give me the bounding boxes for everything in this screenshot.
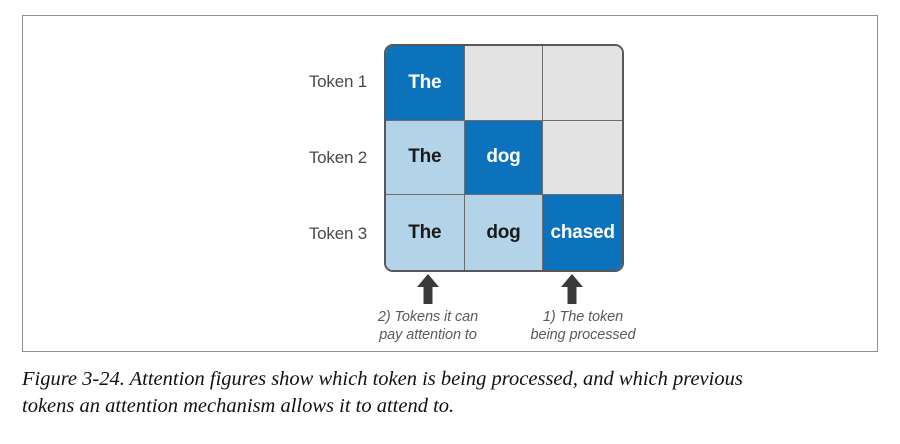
row-label-column: Token 1 Token 2 Token 3	[276, 44, 376, 272]
cell-r3c3: chased	[543, 195, 622, 270]
figure-caption-line-2: tokens an attention mechanism allows it …	[22, 395, 455, 417]
figure-caption-line-1: Figure 3-24. Attention figures show whic…	[22, 368, 743, 390]
cell-r1c1: The	[386, 46, 465, 121]
annotation-processed-callout: 1) The token being processed	[503, 308, 663, 344]
annotation-attended-line-1: 2) Tokens it can	[377, 309, 479, 325]
annotation-attended-line-2: pay attention to	[379, 327, 477, 343]
row-label-token-3: Token 3	[308, 224, 367, 243]
arrow-up-icon-attended	[415, 274, 441, 304]
cell-r2c3	[543, 120, 622, 196]
arrow-up-icon-processed	[559, 274, 585, 304]
annotation-processed-line-2: being processed	[530, 327, 636, 343]
cell-r1c3	[543, 46, 622, 121]
cell-r2c1: The	[386, 120, 465, 196]
cell-r3c2: dog	[464, 195, 544, 270]
cell-r3c1: The	[386, 195, 465, 270]
attention-grid-wrapper: The The dog The dog chased	[384, 44, 624, 272]
annotation-attended-callout: 2) Tokens it can pay attention to	[353, 308, 503, 344]
annotation-processed-line-1: 1) The token	[542, 309, 624, 325]
row-label-token-2: Token 2	[308, 148, 367, 167]
cell-r1c2	[464, 46, 544, 121]
figure-caption: Figure 3-24. Attention figures show whic…	[22, 366, 878, 420]
cell-r2c2: dog	[464, 120, 544, 196]
attention-grid: The The dog The dog chased	[384, 44, 624, 272]
figure-frame: Token 1 Token 2 Token 3 The The dog The …	[22, 15, 878, 352]
row-label-token-1: Token 1	[308, 72, 367, 91]
